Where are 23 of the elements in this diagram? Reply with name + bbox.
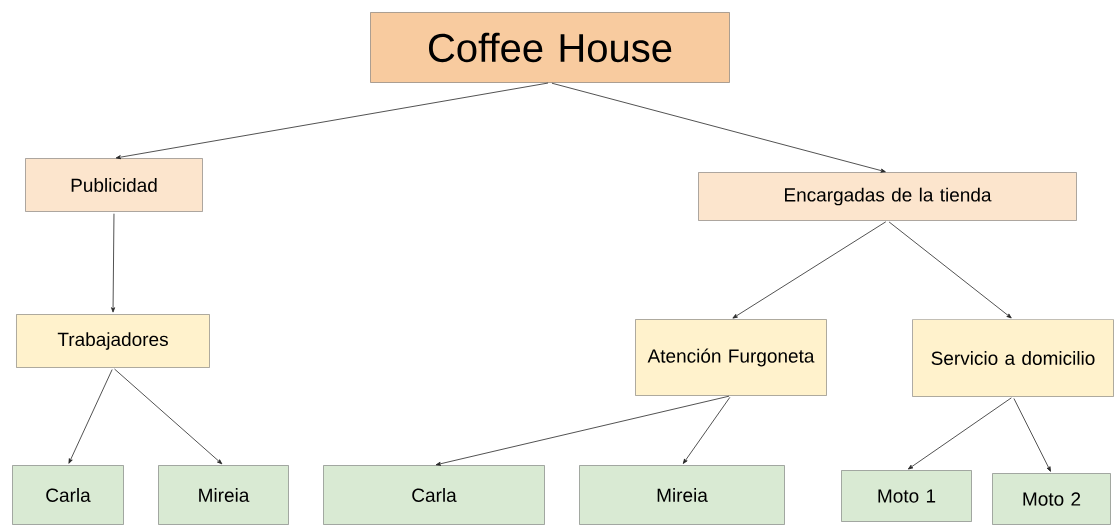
arrow — [111, 213, 116, 313]
org-box: Encargadas de la tienda — [698, 172, 1077, 221]
arrow — [115, 82, 549, 160]
arrow — [551, 82, 886, 173]
arrow — [114, 368, 223, 465]
arrow — [888, 221, 1012, 319]
title-box: Coffee House — [370, 12, 730, 83]
org-box: Trabajadores — [16, 314, 210, 368]
org-box: Carla — [323, 465, 545, 525]
arrow — [907, 397, 1012, 470]
arrow — [682, 396, 731, 464]
arrow — [1013, 398, 1051, 472]
org-box: Atención Furgoneta — [635, 319, 827, 396]
org-box: Moto 2 — [992, 473, 1111, 525]
arrow — [732, 221, 887, 319]
org-box: Carla — [12, 465, 124, 525]
org-box: Servicio a domicilio — [912, 319, 1114, 397]
org-box: Publicidad — [25, 158, 203, 212]
arrow — [435, 395, 730, 466]
org-box: Mireia — [579, 465, 785, 525]
org-box: Mireia — [158, 465, 289, 525]
org-box: Moto 1 — [841, 470, 972, 522]
arrow — [68, 369, 113, 464]
